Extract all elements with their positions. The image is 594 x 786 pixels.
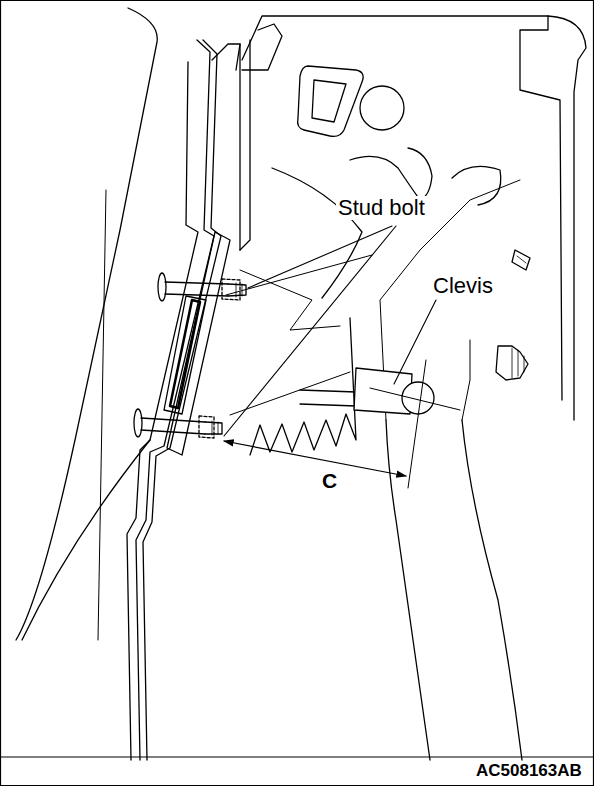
pedal-bracket [242,16,586,420]
clevis-pin [402,382,434,414]
stud-bolt [134,409,222,438]
stud-bolt [158,273,246,301]
leader-line [394,300,436,384]
part-name: Clevis [431,274,495,298]
bracket-slot [298,66,364,136]
bracket-slot [312,80,346,122]
pedal-bracket [239,44,240,250]
pedal-bracket [240,40,250,250]
bellows [250,318,356,455]
pedal-bracket [242,24,282,70]
firewall [127,62,198,760]
dimension-extension [408,360,426,488]
firewall [136,40,214,760]
stop-clip [496,346,528,380]
boot-lines [226,255,372,415]
dash-outline [22,440,150,640]
bracket-hole [360,86,404,130]
frame-rule [0,756,594,757]
firewall [143,40,221,760]
dimension-label: C [320,469,339,492]
dimension-line [224,441,406,476]
plate-window [164,296,206,414]
bracket-pin [512,250,530,270]
pedal-lever [462,420,522,760]
part-name: Stud bolt [336,196,427,220]
figure-code: AC508163AB [474,762,584,781]
bracket-flange [520,16,562,400]
dash-outline [98,190,106,640]
center-line [370,388,460,410]
spring-hook [350,148,432,200]
pedal-lever [386,420,430,760]
boot [240,270,340,330]
firewall-lip [212,44,240,70]
spring-hook [452,166,501,205]
leader-line [224,226,396,436]
push-rod [300,390,356,406]
pedal-lever [462,340,470,420]
